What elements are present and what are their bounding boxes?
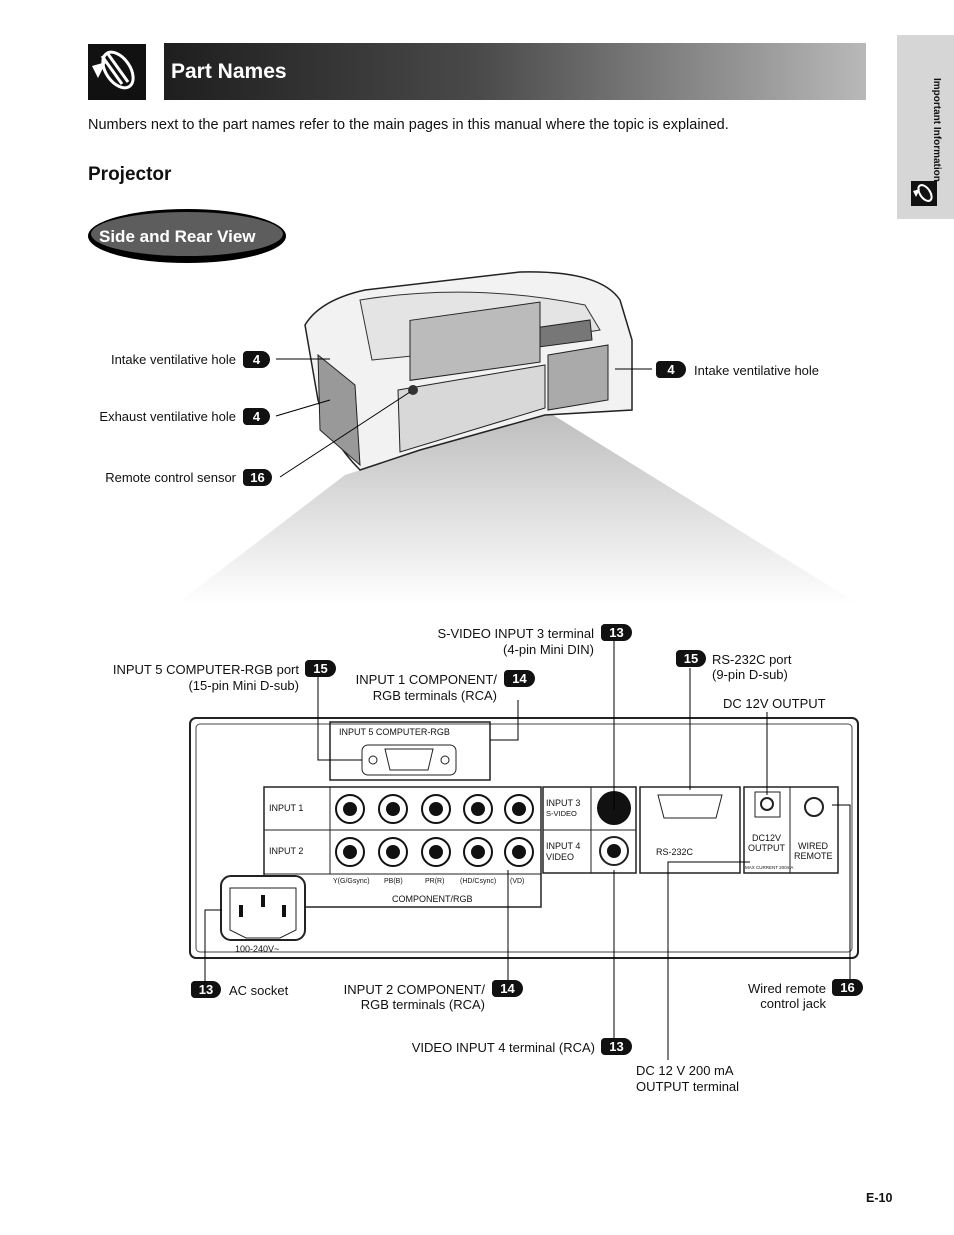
intake-vent-label-left: Intake ventilative hole bbox=[110, 352, 236, 367]
panel-wired: WIRED bbox=[798, 841, 828, 851]
page-badge: 4 bbox=[243, 408, 270, 425]
callout-lines-top bbox=[275, 358, 652, 478]
panel-component-rgb: COMPONENT/RGB bbox=[392, 894, 473, 904]
panel-input1: INPUT 1 bbox=[269, 803, 304, 813]
page-badge: 4 bbox=[243, 351, 270, 368]
panel-dc-output: OUTPUT bbox=[748, 843, 785, 853]
dc-terminal-label-2: OUTPUT terminal bbox=[636, 1079, 740, 1094]
page-badge: 4 bbox=[656, 361, 686, 378]
video4-label: VIDEO INPUT 4 terminal (RCA) bbox=[411, 1040, 595, 1055]
panel-label-y: Y(G/Gsync) bbox=[333, 878, 370, 885]
exhaust-vent-label: Exhaust ventilative hole bbox=[99, 409, 236, 424]
dc-terminal-label-1: DC 12 V 200 mA bbox=[636, 1063, 734, 1078]
page-badge: 13 bbox=[191, 981, 221, 998]
input1-label-1: INPUT 1 COMPONENT/ bbox=[355, 672, 497, 687]
intro-text: Numbers next to the part names refer to … bbox=[88, 117, 729, 133]
panel-input2: INPUT 2 bbox=[269, 846, 304, 856]
page-badge: 16 bbox=[243, 469, 272, 486]
rs232-label-1: RS-232C port bbox=[712, 652, 792, 667]
input2-label-1: INPUT 2 COMPONENT/ bbox=[343, 982, 485, 997]
panel-voltage: 100-240V~ bbox=[235, 944, 280, 954]
page-badge: 14 bbox=[492, 980, 523, 997]
clip-pen-icon bbox=[911, 181, 937, 206]
panel-label-pb: PB(B) bbox=[384, 878, 403, 885]
panel-input5: INPUT 5 COMPUTER-RGB bbox=[339, 727, 450, 737]
panel-label-vd: (VD) bbox=[510, 878, 525, 885]
panel-dc12v: DC12V bbox=[752, 833, 782, 843]
header-bar bbox=[164, 43, 866, 100]
section-title: Projector bbox=[88, 164, 172, 185]
panel-remote: REMOTE bbox=[794, 851, 833, 861]
side-tab-label: Important Information bbox=[931, 78, 942, 182]
ac-socket-label: AC socket bbox=[229, 983, 289, 998]
input1-label-2: RGB terminals (RCA) bbox=[372, 688, 497, 703]
dc12-label: DC 12V OUTPUT bbox=[723, 696, 826, 711]
wired-label-1: Wired remote bbox=[747, 981, 826, 996]
view-title-pill-inner bbox=[91, 212, 283, 256]
panel-input4: INPUT 4 bbox=[546, 841, 581, 851]
panel-video: VIDEO bbox=[546, 852, 575, 862]
page-badge: 13 bbox=[601, 1038, 632, 1055]
callout-lines-bottom bbox=[204, 640, 851, 1060]
input2-label-2: RGB terminals (RCA) bbox=[360, 997, 485, 1012]
rear-panel bbox=[189, 717, 859, 959]
panel-svideo: S-VIDEO bbox=[546, 809, 577, 818]
page-number: E-10 bbox=[866, 1191, 893, 1205]
page-badge: 16 bbox=[832, 979, 863, 996]
svideo-label-1: S-VIDEO INPUT 3 terminal bbox=[437, 626, 594, 641]
input5-label-1: INPUT 5 COMPUTER-RGB port bbox=[112, 662, 299, 677]
rca-jack-grid bbox=[333, 790, 539, 870]
panel-label-pr: PR(R) bbox=[425, 878, 445, 885]
page-badge: 15 bbox=[676, 650, 706, 667]
panel-input3: INPUT 3 bbox=[546, 798, 581, 808]
page-title: Part Names bbox=[171, 60, 287, 83]
panel-dc-max: MAX CURRENT 200mA bbox=[745, 865, 794, 870]
input5-label-2: (15-pin Mini D-sub) bbox=[188, 678, 299, 693]
panel-label-hd: (HD/Csync) bbox=[460, 878, 497, 885]
svideo-label-2: (4-pin Mini DIN) bbox=[502, 642, 594, 657]
clip-pen-icon bbox=[88, 44, 146, 100]
page-badge: 13 bbox=[601, 624, 632, 641]
intake-vent-label-right: Intake ventilative hole bbox=[694, 363, 820, 378]
remote-sensor-label: Remote control sensor bbox=[105, 470, 236, 485]
page-badge: 15 bbox=[305, 660, 336, 677]
wired-label-2: control jack bbox=[760, 996, 826, 1011]
page-badge: 14 bbox=[504, 670, 535, 687]
projector-illustration bbox=[175, 271, 860, 605]
rs232-label-2: (9-pin D-sub) bbox=[712, 667, 788, 682]
view-title: Side and Rear View bbox=[99, 227, 256, 246]
panel-rs232c: RS-232C bbox=[656, 847, 694, 857]
